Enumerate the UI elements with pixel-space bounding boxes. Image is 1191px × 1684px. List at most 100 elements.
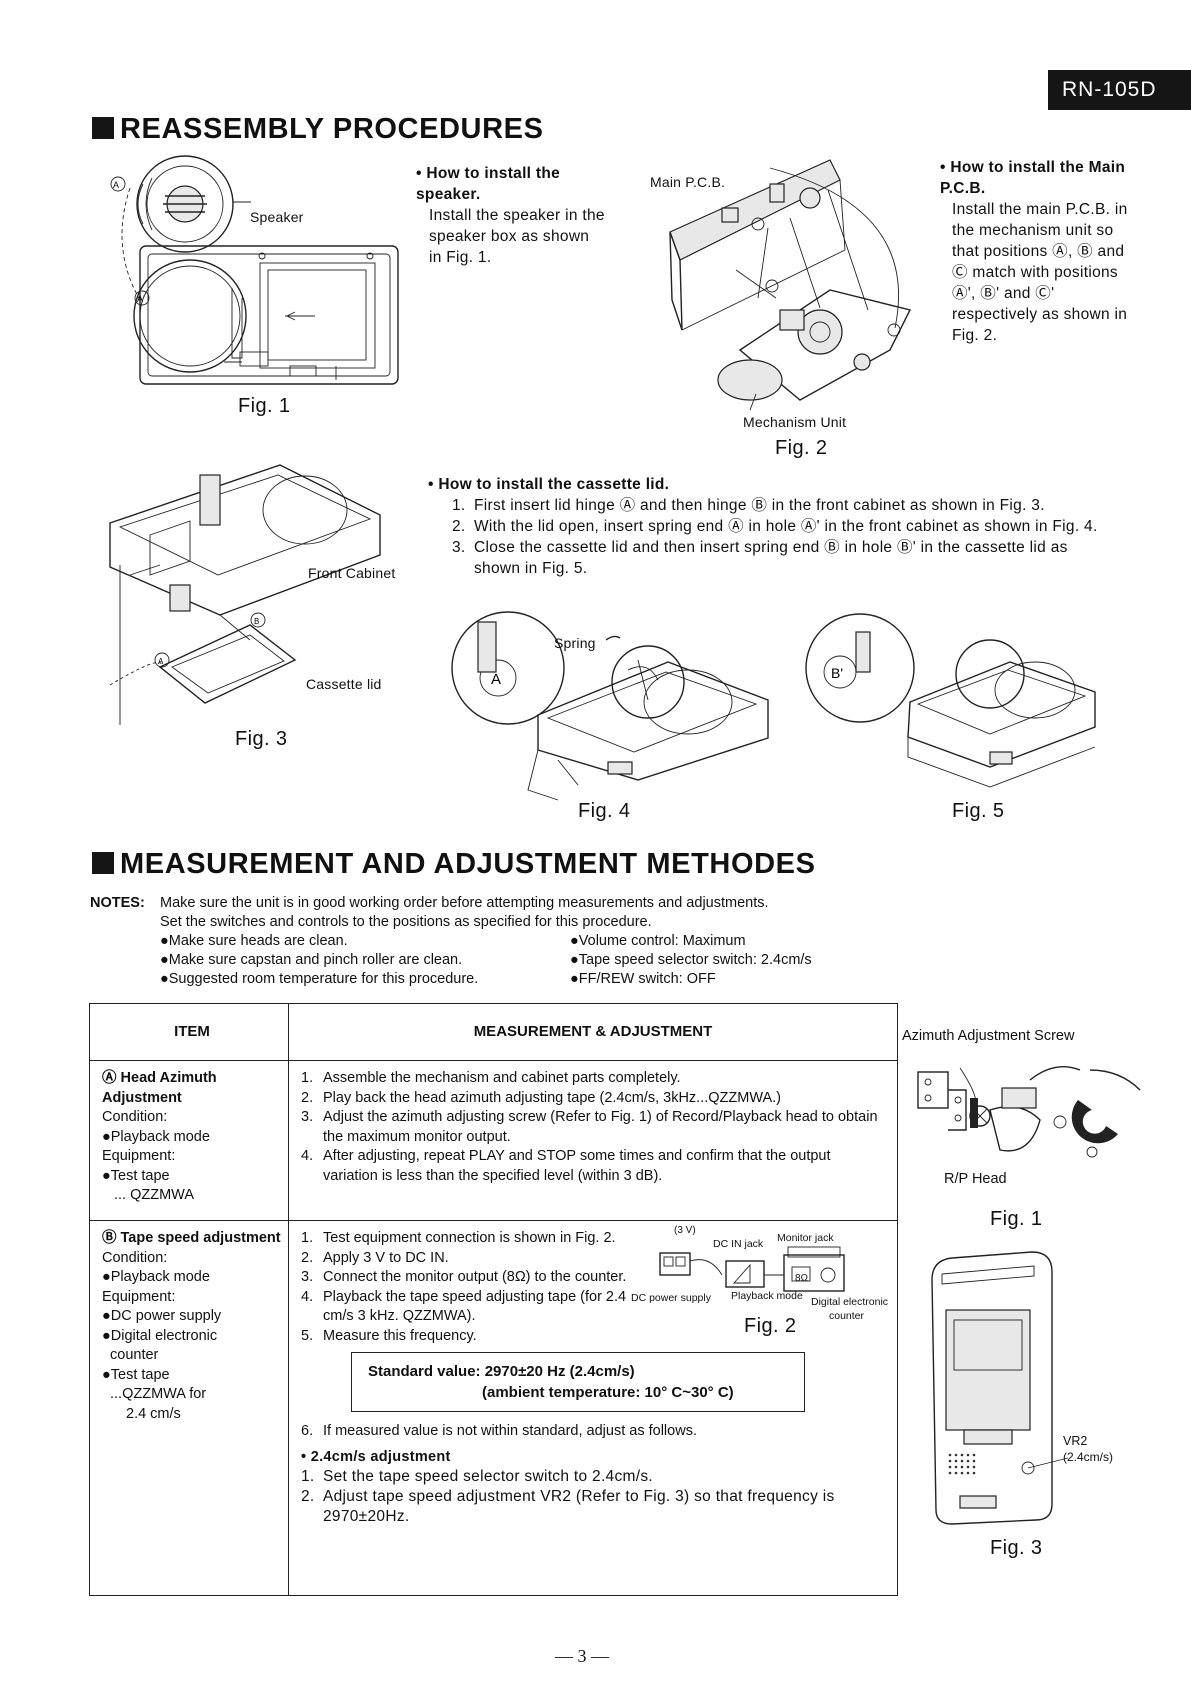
item-detail: ●Test tape [102,1366,170,1383]
main-pcb-text: Install the main P.C.B. in the mechanism… [952,201,1128,344]
fig1-caption: Fig. 1 [238,395,291,417]
measurement-step: 4.Playback the tape speed adjusting tape… [301,1288,627,1325]
measurement-step: 4.After adjusting, repeat PLAY and STOP … [301,1148,831,1184]
fig2-connection-diagram [659,1246,845,1292]
svg-text:B': B' [831,665,843,681]
diag-dcin-label: DC IN jack [713,1238,764,1250]
measurement-table: ITEM MEASUREMENT & ADJUSTMENT Ⓐ Head Azi… [89,1003,898,1596]
fig5-caption: Fig. 5 [952,800,1005,822]
standard-value-line1: Standard value: 2970±20 Hz (2.4cm/s) [368,1363,635,1380]
item-detail: 2.4 cm/s [126,1405,181,1422]
notes-left-item: ●Make sure heads are clean. [160,933,348,949]
item-detail: ... QZZMWA [114,1187,195,1203]
col-item-header: ITEM [89,1003,289,1061]
fig3-cabinet-illustration: A B [109,464,381,725]
svg-text:B: B [254,617,259,626]
side-fig3-vr-label: VR2 [1063,1434,1088,1448]
title-marker [92,852,114,874]
cassette-lid-step: 2.With the lid open, insert spring end Ⓐ… [452,518,1098,535]
side-fig1-bottom-label: R/P Head [944,1171,1007,1187]
fig3-caption: Fig. 3 [235,728,288,750]
table-row: Ⓑ Tape speed adjustment Condition: ●Play… [89,1220,898,1596]
sub-step: 1.Set the tape speed selector switch to … [301,1468,653,1485]
table-header-row: ITEM MEASUREMENT & ADJUSTMENT [89,1003,898,1061]
fig4-spring-illustration: A [451,611,769,801]
speaker-text: Install the speaker in the speaker box a… [429,207,605,266]
item-detail: Condition: [102,1249,168,1266]
fig3-front-cabinet-label: Front Cabinet [308,565,396,581]
measurement-notes: NOTES: Make sure the unit is in good work… [90,894,890,989]
cassette-lid-step: 3.Close the cassette lid and then insert… [452,539,1068,577]
notes-right-item: ●Volume control: Maximum [570,933,746,949]
fig1-speaker-label: Speaker [250,209,304,225]
side-fig1-caption: Fig. 1 [990,1208,1043,1230]
fig2-pcb-label: Main P.C.B. [650,174,726,190]
svg-text:A: A [491,671,501,688]
diag-playback-label: Playback mode [731,1290,803,1302]
item-cell: Ⓐ Head Azimuth Adjustment Condition: ●Pl… [89,1060,289,1221]
diag-ohm-label: 8Ω [795,1273,809,1284]
sub-heading: • 2.4cm/s adjustment [301,1448,451,1465]
fig3-cassette-lid-label: Cassette lid [306,676,382,692]
cassette-lid-heading: • How to install the cassette lid. [428,476,670,493]
main-pcb-instructions: • How to install the Main P.C.B. Install… [940,157,1140,346]
fig2-caption: Fig. 2 [775,437,828,459]
cassette-lid-steps: 1.First insert lid hinge Ⓐ and then hing… [428,495,1098,579]
measurement-step: 3.Connect the monitor output (8Ω) to the… [301,1269,627,1285]
notes-right-item: ●FF/REW switch: OFF [570,971,716,987]
diag-3v-label: (3 V) [674,1225,696,1236]
table-row: Ⓐ Head Azimuth Adjustment Condition: ●Pl… [89,1060,898,1221]
fig2-mechanism-label: Mechanism Unit [743,414,847,430]
svg-text:A: A [158,657,164,666]
standard-value-box: Standard value: 2970±20 Hz (2.4cm/s) (am… [351,1352,805,1412]
svg-text:A': A' [137,294,145,304]
reassembly-title-text: REASSEMBLY PROCEDURES [120,113,544,145]
standard-value-line2: (ambient temperature: 10° C~30° C) [482,1384,734,1401]
main-pcb-heading: • How to install the Main P.C.B. [940,159,1126,197]
measurement-cell: 1.Assemble the mechanism and cabinet par… [288,1060,898,1221]
measurement-step: 3.Adjust the azimuth adjusting screw (Re… [301,1109,878,1145]
item-detail: counter [110,1347,159,1363]
page-number: — 3 — [555,1646,609,1666]
item-title: Ⓑ Tape speed adjustment [102,1230,281,1246]
diag-digital-label: Digital electronic [811,1296,889,1308]
item-detail: ●Playback mode [102,1128,210,1145]
fig4-spring-label: Spring [554,635,596,651]
cassette-lid-step: 1.First insert lid hinge Ⓐ and then hing… [452,497,1045,514]
measurement-title: MEASUREMENT AND ADJUSTMENT METHODES [92,848,816,881]
notes-left-item: ●Suggested room temperature for this pro… [160,971,479,987]
measurement-title-text: MEASUREMENT AND ADJUSTMENT METHODES [120,848,816,880]
diag-fig2-caption: Fig. 2 [744,1315,797,1337]
cassette-lid-instructions: • How to install the cassette lid. 1.Fir… [428,474,1098,579]
fig2-pcb-illustration [669,159,912,411]
side-fig3-recorder-illustration [931,1251,1069,1525]
item-detail: Equipment: [102,1148,176,1164]
measurement-step: 2.Apply 3 V to DC IN. [301,1249,449,1266]
item-detail: ●Playback mode [102,1269,210,1285]
measurement-step: 2.Play back the head azimuth adjusting t… [301,1089,782,1106]
col-measurement-header: MEASUREMENT & ADJUSTMENT [288,1003,898,1061]
diag-counter-label: counter [829,1310,865,1322]
notes-left-item: ●Make sure capstan and pinch roller are … [160,952,463,968]
notes-line2: Set the switches and controls to the pos… [160,914,652,930]
diag-monitor-label: Monitor jack [777,1232,834,1244]
measurement-step: 6.If measured value is not within standa… [301,1423,697,1439]
notes-right-item: ●Tape speed selector switch: 2.4cm/s [570,952,812,968]
notes-label: NOTES: [90,895,145,911]
side-fig1-top-label: Azimuth Adjustment Screw [902,1028,1075,1044]
item-detail: Condition: [102,1109,168,1125]
measurement-cell: 1.Test equipment connection is shown in … [288,1220,898,1596]
side-fig1-head-illustration [917,1066,1141,1158]
notes-line1: Make sure the unit is in good working or… [160,895,769,911]
title-marker [92,117,114,139]
item-detail: ...QZZMWA for [110,1386,207,1402]
reassembly-title: REASSEMBLY PROCEDURES [92,113,544,146]
diag-dc-power-label: DC power supply [631,1292,711,1304]
item-detail: ●Digital electronic [102,1327,218,1344]
speaker-heading: • How to install the speaker. [416,165,561,203]
svg-text:A: A [113,180,119,190]
fig5-lid-illustration: B' [805,613,1096,788]
item-cell: Ⓑ Tape speed adjustment Condition: ●Play… [89,1220,289,1596]
fig1-speaker-illustration: A A' [110,155,399,385]
speaker-instructions: • How to install the speaker. Install th… [416,163,606,268]
